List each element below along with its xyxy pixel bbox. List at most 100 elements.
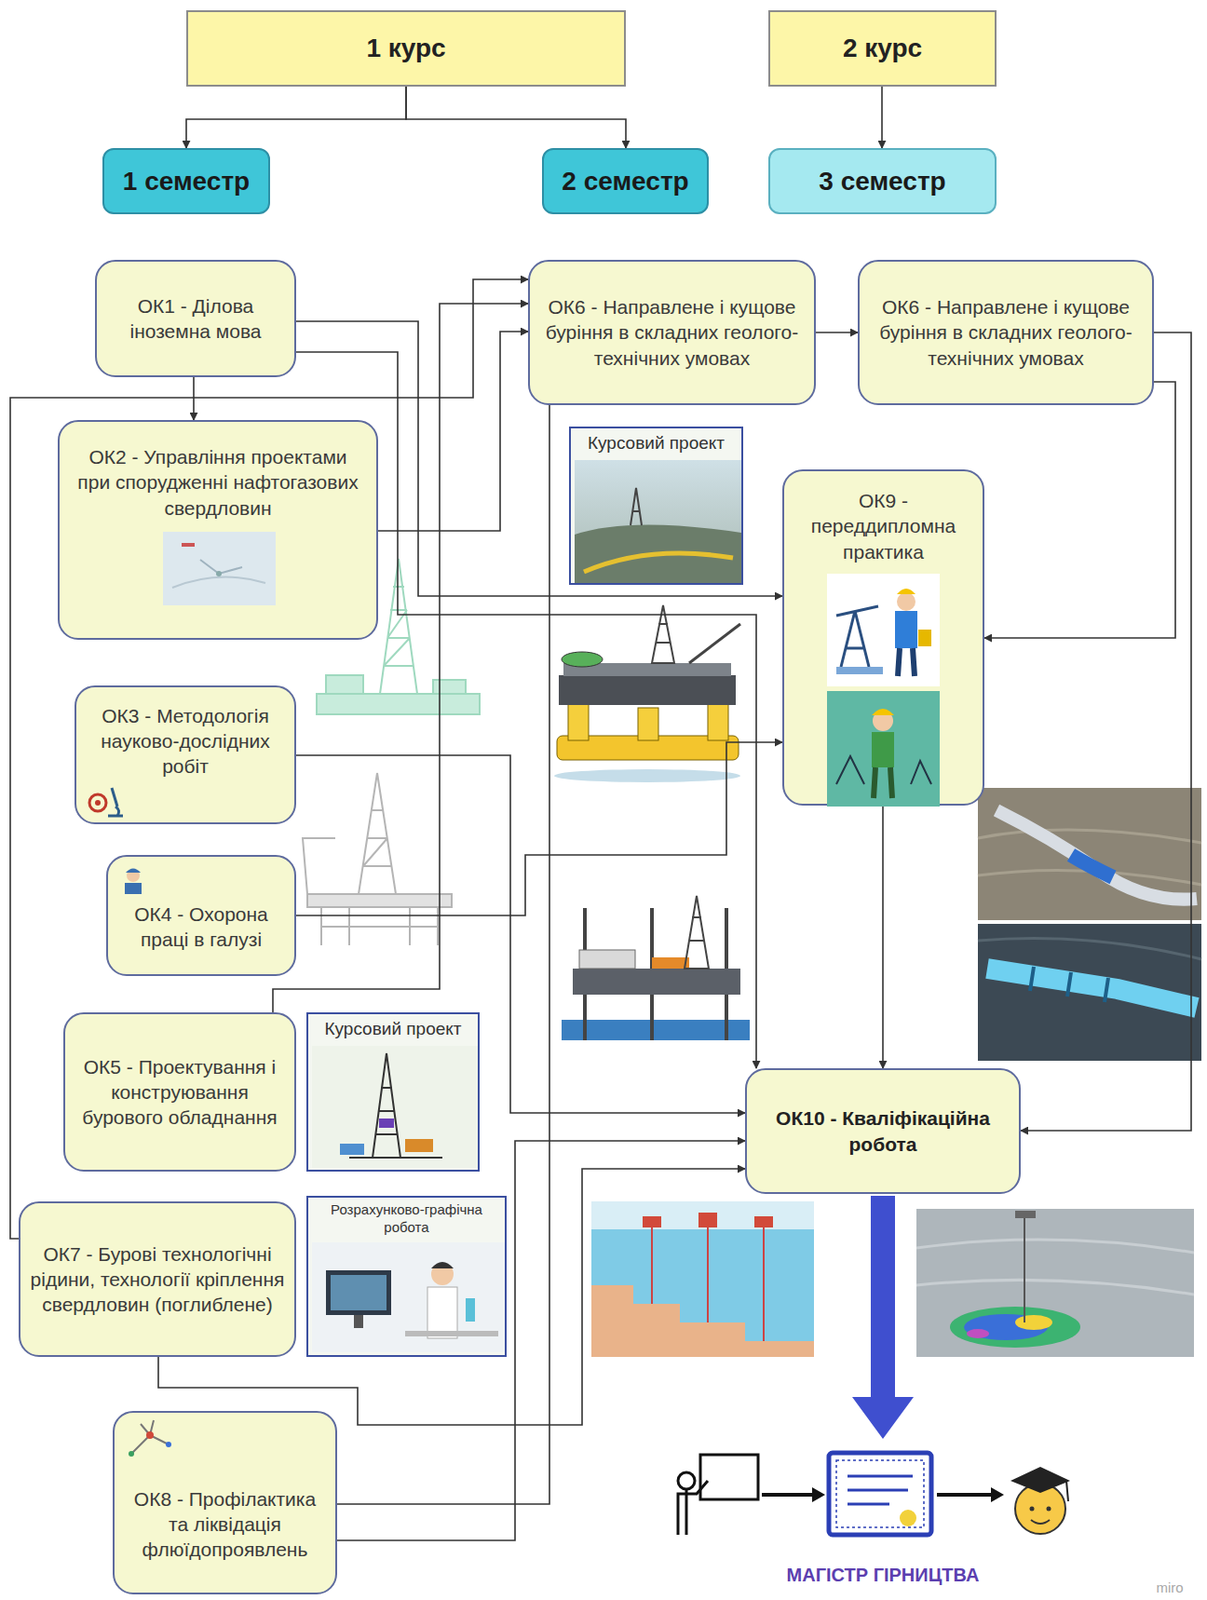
graphic-part [977,829,1202,885]
watermark: miro [1141,1579,1198,1596]
graphic-part [125,868,141,874]
graphic-part [405,1139,434,1153]
graphic-part [94,800,101,806]
offshore-cross-section [591,1201,814,1357]
graphic-part [996,810,1197,900]
graphic-part [554,769,741,783]
graduate-icon [1010,1466,1071,1534]
graphic-part [836,756,932,785]
connector [272,303,529,1013]
graphic-part [836,1460,924,1528]
project-card: Курсовий проект [306,1012,480,1172]
graphic-part [200,559,243,574]
graphic-part [977,787,1202,921]
graphic-part [162,531,276,606]
graphic-part [642,1216,662,1228]
graphic-part [754,1216,774,1228]
graphic-part [558,675,736,706]
graphic-part [1030,966,1109,1003]
graphic-part [836,606,879,667]
connector [378,331,529,531]
microscope-icon [87,784,125,820]
graphic-part [181,542,195,547]
graphic-part [349,1053,443,1158]
graphic-part [1030,1519,1050,1524]
practice-picture [827,691,940,807]
node-text: 1 курс [366,33,446,64]
course-unit-box: ОК1 - Ділова іноземна мова [94,259,297,378]
graphic-part [433,679,466,694]
graphic-part [916,1239,1194,1295]
node-text: 1 семестр [122,166,250,197]
graphic-part [873,767,893,799]
graphic-part [949,1306,1081,1348]
node-text: Курсовий проект [324,1017,462,1041]
connector [186,86,407,149]
course-unit-box: ОК7 - Бурові технологічні рідини, технол… [18,1201,297,1357]
graphic-part [707,703,729,741]
node-text: Розрахунково-графічна робота [313,1201,500,1237]
seismic-model [916,1208,1194,1357]
graphic-part [579,949,636,969]
diploma-icon [828,1452,932,1535]
course-unit-box: ОК3 - Методологія науково-дослідних робі… [74,685,297,825]
semester-box: 1 семестр [102,148,271,215]
graphic-part [561,1019,750,1041]
node-text: ОК7 - Бурові технологічні рідини, технол… [29,1241,285,1318]
connector [192,377,195,421]
semester-box: 3 семестр [768,148,997,215]
connector [10,279,529,1239]
graphic-part [316,693,480,715]
graphic-part [987,968,1197,1008]
graphic-part [574,460,742,584]
graphic-part [128,1451,135,1457]
node-text: ОК4 - Охорона праці в галузі [117,901,285,953]
rig-sketch-grey [302,773,452,946]
graphic-part [591,1285,814,1357]
graphic-part [353,1315,364,1329]
graphic-part [847,1476,913,1505]
pipeline-render [977,787,1202,1061]
project-card: Курсовий проект [569,426,744,585]
graphic-part [591,1229,814,1357]
graphic-part [572,968,741,995]
practice-picture [827,573,940,687]
graphic-part [836,666,883,675]
graphic-part [1066,1480,1069,1502]
graphic-part [302,773,396,895]
course-unit-box: ОК5 - Проектування і конструювання буров… [63,1012,297,1172]
connector [815,331,858,334]
arrow-head [812,1487,826,1503]
connector [984,381,1176,638]
thesis-box: ОК10 - Кваліфікаційна робота [745,1068,1021,1194]
graphic-part [583,553,733,572]
graphic-part [574,524,742,584]
graphic-part [684,895,709,969]
graphic-part [637,707,659,741]
graphic-part [307,894,452,908]
graphic-part [698,1212,718,1228]
node-text: 2 курс [842,33,923,64]
arrow-line [761,1492,813,1497]
graphic-part [678,1480,708,1535]
course-box: 2 курс [768,10,997,87]
graphic-part [321,907,438,946]
node-text: ОК1 - Ділова іноземна мова [106,293,285,345]
graphic-part [131,1420,169,1454]
graphic-part [827,573,940,687]
project-picture [311,1045,478,1168]
graphic-part [871,708,895,716]
graphic-part [918,629,932,647]
graphic-part [568,703,589,741]
drill-icon [122,1416,184,1462]
graphic-part [689,623,741,664]
graphic-part [871,732,895,768]
connector [406,86,626,149]
big-arrow [852,1195,914,1439]
graphic-part [108,787,123,816]
graphic-part [977,923,1202,1061]
jack-up-platform [561,895,750,1041]
node-text: ОК6 - Направлене і кущове буріння в скла… [868,294,1143,371]
graphic-part [700,1454,759,1500]
graphic-part [977,938,1202,961]
